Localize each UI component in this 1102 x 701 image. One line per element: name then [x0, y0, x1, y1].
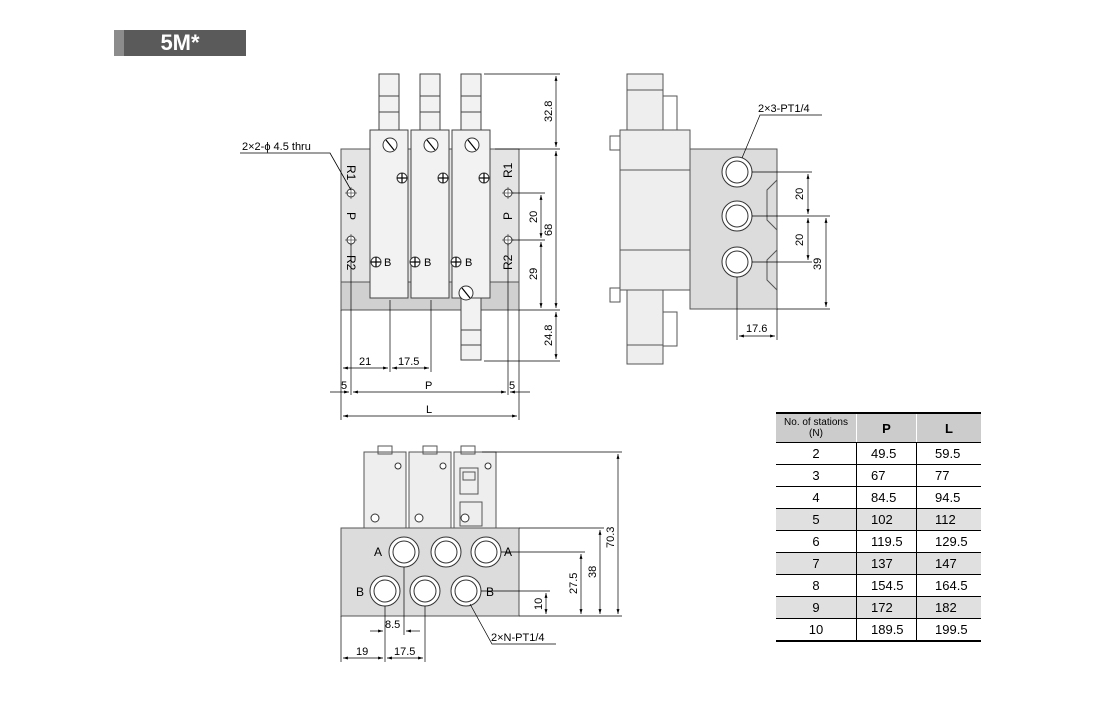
cell-l: 94.5	[916, 486, 981, 509]
cell-l: 164.5	[916, 574, 981, 597]
cell-p: 172	[856, 596, 918, 619]
top-view: R1 P R2 R1 P R2 B B B 2×2-ϕ 4.5 thru	[240, 73, 560, 420]
cell-p: 137	[856, 552, 918, 575]
cell-l: 129.5	[916, 530, 981, 553]
callout-side-ports: 2×3-PT1/4	[758, 103, 810, 115]
cell-n: 5	[776, 508, 857, 531]
dim-side-17-6: 17.6	[746, 323, 767, 335]
cell-p: 154.5	[856, 574, 918, 597]
callout-mounting-holes: 2×2-ϕ 4.5 thru	[242, 141, 311, 153]
dim-5-left: 5	[341, 380, 347, 392]
cell-l: 77	[916, 464, 981, 487]
dim-side-20b: 20	[794, 234, 806, 246]
cell-p: 119.5	[856, 530, 918, 553]
dim-front-27-5: 27.5	[568, 573, 580, 594]
cell-p: 189.5	[856, 618, 918, 642]
cell-n: 4	[776, 486, 857, 509]
label-b-right: B	[486, 585, 494, 599]
page-title: 5M*	[160, 30, 200, 55]
dim-front-17-5: 17.5	[394, 646, 415, 658]
header-stations-line1: No. of stations	[784, 417, 848, 428]
cell-n: 9	[776, 596, 857, 619]
port-label-p-right: P	[501, 212, 515, 220]
dim-20: 20	[528, 211, 540, 223]
cell-n: 6	[776, 530, 857, 553]
cell-l: 182	[916, 596, 981, 619]
dim-29: 29	[528, 268, 540, 280]
b-label-1: B	[384, 257, 391, 269]
dim-17-5: 17.5	[398, 356, 419, 368]
b-label-2: B	[424, 257, 431, 269]
dim-24-8: 24.8	[543, 325, 555, 346]
cell-l: 199.5	[916, 618, 981, 642]
cell-p: 84.5	[856, 486, 918, 509]
b-label-3: B	[465, 257, 472, 269]
front-view: A A B B 70.3 38 27.5	[340, 445, 622, 662]
port-label-r1-left: R1	[344, 165, 358, 181]
cell-l: 147	[916, 552, 981, 575]
side-view: 2×3-PT1/4 20 20 39 17.6	[609, 73, 830, 365]
callout-front-ports: 2×N-PT1/4	[491, 632, 545, 644]
port-label-r1-right: R1	[501, 162, 515, 178]
dim-front-38: 38	[587, 566, 599, 578]
cell-n: 3	[776, 464, 857, 487]
dim-21: 21	[359, 356, 371, 368]
dim-side-20a: 20	[794, 188, 806, 200]
header-l: L	[916, 413, 981, 443]
dim-5-right: 5	[509, 380, 515, 392]
dim-32-8: 32.8	[543, 101, 555, 122]
header-p: P	[856, 413, 918, 443]
dim-68: 68	[543, 224, 555, 236]
dim-side-39: 39	[812, 258, 824, 270]
label-a-left: A	[374, 545, 382, 559]
cell-n: 8	[776, 574, 857, 597]
dim-p: P	[425, 380, 432, 392]
title-badge: 5M*	[114, 30, 246, 56]
dim-front-10: 10	[533, 598, 545, 610]
cell-p: 67	[856, 464, 918, 487]
port-label-p-left: P	[344, 212, 358, 220]
label-b-left: B	[356, 585, 364, 599]
cell-n: 2	[776, 442, 857, 465]
dim-l: L	[426, 404, 432, 416]
cell-n: 7	[776, 552, 857, 575]
dim-front-8-5: 8.5	[385, 619, 400, 631]
cell-n: 10	[776, 618, 857, 642]
cell-l: 112	[916, 508, 981, 531]
header-stations: No. of stations (N)	[776, 413, 857, 443]
cell-p: 102	[856, 508, 918, 531]
dim-front-70-3: 70.3	[605, 527, 617, 548]
dim-front-19: 19	[356, 646, 368, 658]
cell-l: 59.5	[916, 442, 981, 465]
cell-p: 49.5	[856, 442, 918, 465]
title-accent	[114, 30, 124, 56]
header-stations-line2: (N)	[809, 428, 823, 439]
table-header-row: No. of stations (N) P L	[776, 413, 981, 443]
